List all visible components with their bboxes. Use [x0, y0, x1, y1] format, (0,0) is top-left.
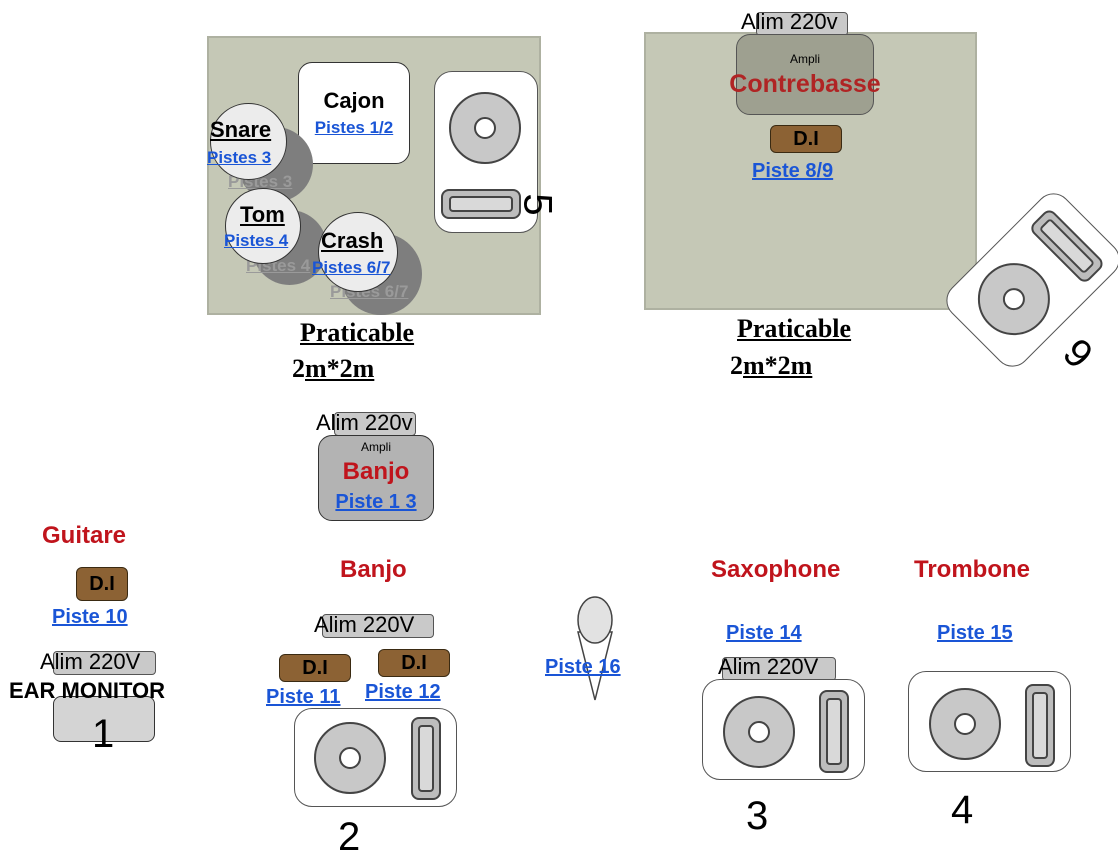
ear-monitor-label: EAR MONITOR: [9, 678, 166, 703]
banjo-track-right-link[interactable]: Piste 12: [365, 681, 441, 703]
left-platform-size-prefix: 2: [292, 354, 305, 383]
left-platform-label: Praticable: [300, 318, 415, 347]
cajon-label: Cajon: [323, 88, 385, 113]
bass-track-link[interactable]: Piste 8/9: [752, 160, 834, 182]
tom-drum: [225, 188, 301, 264]
cajon-box: [298, 62, 410, 164]
wedge-4-speaker-center-icon: [954, 713, 976, 735]
banjo-alim-label: Alim 220V: [314, 612, 415, 637]
wedge-3-number: 3: [746, 794, 769, 838]
saxophone-label: Saxophone: [711, 556, 841, 583]
banjo-amp-name: Banjo: [342, 458, 410, 485]
tom-label: Tom: [240, 202, 285, 227]
guitar-alim-label: Alim 220V: [40, 649, 141, 674]
wedge-2-tweeter-slot-icon: [418, 725, 434, 792]
banjo-amp-alim-label: Alim 220v: [316, 410, 413, 435]
wedge-4-number: 4: [951, 788, 974, 832]
guitar-di-box: D.I: [76, 567, 128, 601]
banjo-amp-track-link[interactable]: Piste 1 3: [335, 491, 417, 513]
right-platform-size-rest: m*2m: [743, 351, 813, 380]
wedge-5-speaker-center-icon: [474, 117, 496, 139]
snare-track-link[interactable]: Pistes 3: [207, 148, 272, 167]
banjo-label: Banjo: [340, 556, 407, 583]
banjo-track-left-link[interactable]: Piste 11: [266, 686, 341, 708]
banjo-di-right: D.I: [378, 649, 450, 677]
snare-drum: [210, 103, 287, 180]
tom-track-link[interactable]: Pistes 4: [224, 231, 289, 250]
microphone-icon: [577, 596, 613, 701]
wedge-2-number: 2: [338, 815, 361, 859]
trombone-label: Trombone: [914, 556, 1031, 583]
bass-amp: [736, 34, 874, 115]
wedge-3-speaker-center-icon: [748, 721, 770, 743]
bass-amp-small-label: Ampli: [789, 52, 820, 66]
bass-amp-name: Contrebasse: [729, 70, 881, 98]
wedge-4-tweeter-slot-icon: [1032, 692, 1048, 759]
crash-track-link[interactable]: Pistes 6/7: [312, 258, 391, 277]
left-platform-size: 2m*2m: [292, 354, 374, 384]
wedge-6-number: 6: [1055, 329, 1103, 377]
right-platform-label: Praticable: [737, 314, 852, 343]
wedge-3-tweeter-slot-icon: [826, 698, 842, 765]
right-platform-size-prefix: 2: [730, 351, 743, 380]
banjo-amp-small-label: Ampli: [360, 440, 391, 454]
guitar-alim-box: [53, 651, 156, 675]
crash-cymbal: [318, 212, 398, 292]
banjo-alim-box: [322, 614, 434, 638]
trombone-track-link[interactable]: Piste 15: [937, 622, 1013, 644]
banjo-amp: [318, 435, 434, 521]
right-platform-size: 2m*2m: [730, 351, 812, 381]
wedge-5-tweeter-slot-icon: [449, 196, 513, 212]
wedge-2-speaker-center-icon: [339, 747, 361, 769]
bass-alim-label: Alim 220v: [741, 9, 838, 34]
bass-di-box: D.I: [770, 125, 842, 153]
wedge-1-number: 1: [92, 712, 115, 756]
vocal-mic-track-link[interactable]: Piste 16: [545, 656, 621, 678]
wedge-5-number: 5: [515, 193, 560, 216]
snare-label: Snare: [210, 117, 272, 142]
guitar-track-link[interactable]: Piste 10: [52, 606, 128, 628]
saxophone-track-link[interactable]: Piste 14: [726, 622, 802, 644]
banjo-di-left: D.I: [279, 654, 351, 682]
guitar-label: Guitare: [42, 522, 127, 549]
crash-label: Crash: [321, 228, 384, 253]
wedge-5-speaker-icon: [449, 92, 521, 164]
cajon-track-link[interactable]: Pistes 1/2: [314, 118, 394, 137]
saxophone-alim-label: Alim 220V: [718, 654, 819, 679]
left-platform-size-rest: m*2m: [305, 354, 375, 383]
